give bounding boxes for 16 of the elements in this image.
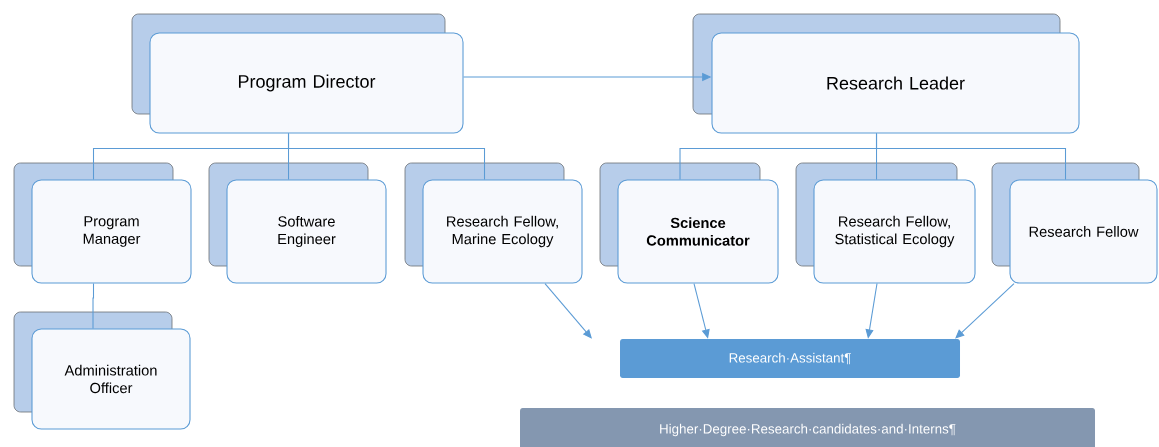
position-card: Science Communicator — [599, 162, 779, 284]
level-bar: Higher·Degree·Research·candidates·and·Interns¶ — [520, 408, 1095, 447]
position-card: Program Director — [131, 13, 464, 134]
position-card: Program Manager — [13, 162, 192, 284]
connector-line — [875, 133, 1067, 180]
connector-line — [92, 283, 95, 329]
connector-line — [287, 133, 486, 180]
position-card: Research Leader — [692, 13, 1080, 134]
position-card: Research Fellow, Marine Ecology — [404, 162, 583, 284]
position-card: Software Engineer — [208, 162, 387, 284]
level-bar: Research·Assistant¶ — [620, 339, 960, 378]
arrow — [544, 283, 592, 339]
position-card: Research Fellow — [991, 162, 1158, 284]
position-card: Research Fellow, Statistical Ecology — [795, 162, 976, 284]
position-card: Administration Officer — [13, 311, 191, 430]
arrow — [955, 283, 1015, 339]
